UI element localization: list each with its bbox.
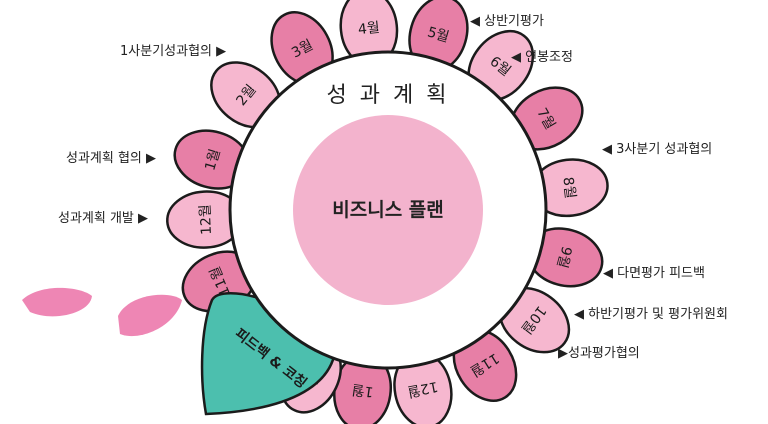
- petal-8: 7월: [509, 86, 584, 151]
- center-text: 비즈니스 플랜: [332, 199, 444, 221]
- petal-label: 8월: [559, 176, 578, 200]
- petal-label: 4월: [357, 20, 380, 38]
- annotation-second-half: ◀ 하반기평가 및 평가위원회: [574, 307, 728, 322]
- petal-4: 3월: [270, 11, 334, 86]
- annotation-develop: 성과계획 개발 ▶: [58, 211, 149, 226]
- petal-label: 1월: [202, 147, 223, 172]
- petal-label: 12월: [406, 378, 439, 400]
- center-circle: [293, 115, 483, 305]
- annotation-half-plan: ◀ 상반기평가: [470, 14, 544, 29]
- annotation-multi: ◀ 다면평가 피드백: [603, 266, 705, 281]
- petal-12: 11월: [452, 328, 518, 402]
- decorative-petal-left: [22, 287, 92, 317]
- petal-label: 12월: [197, 204, 215, 235]
- petal-label: 9월: [553, 245, 574, 270]
- annotation-perf-consult: ▶성과평가협의: [558, 346, 640, 361]
- annotation-consult: 성과계획 협의 ▶: [66, 151, 157, 166]
- annotation-q1: 1사분기성과협의 ▶: [120, 44, 227, 59]
- petal-label: 1월: [351, 381, 375, 400]
- petal-10: 9월: [526, 227, 604, 288]
- ring-title: 성 과 계 획: [327, 83, 450, 108]
- petal-1: 1월: [173, 129, 251, 190]
- annotation-q3: ◀ 3사분기 성과협의: [602, 142, 713, 157]
- decorative-petal-right: [118, 294, 182, 337]
- petal-label: 5월: [425, 24, 450, 45]
- annotation-salary: ◀ 연봉조정: [511, 50, 573, 65]
